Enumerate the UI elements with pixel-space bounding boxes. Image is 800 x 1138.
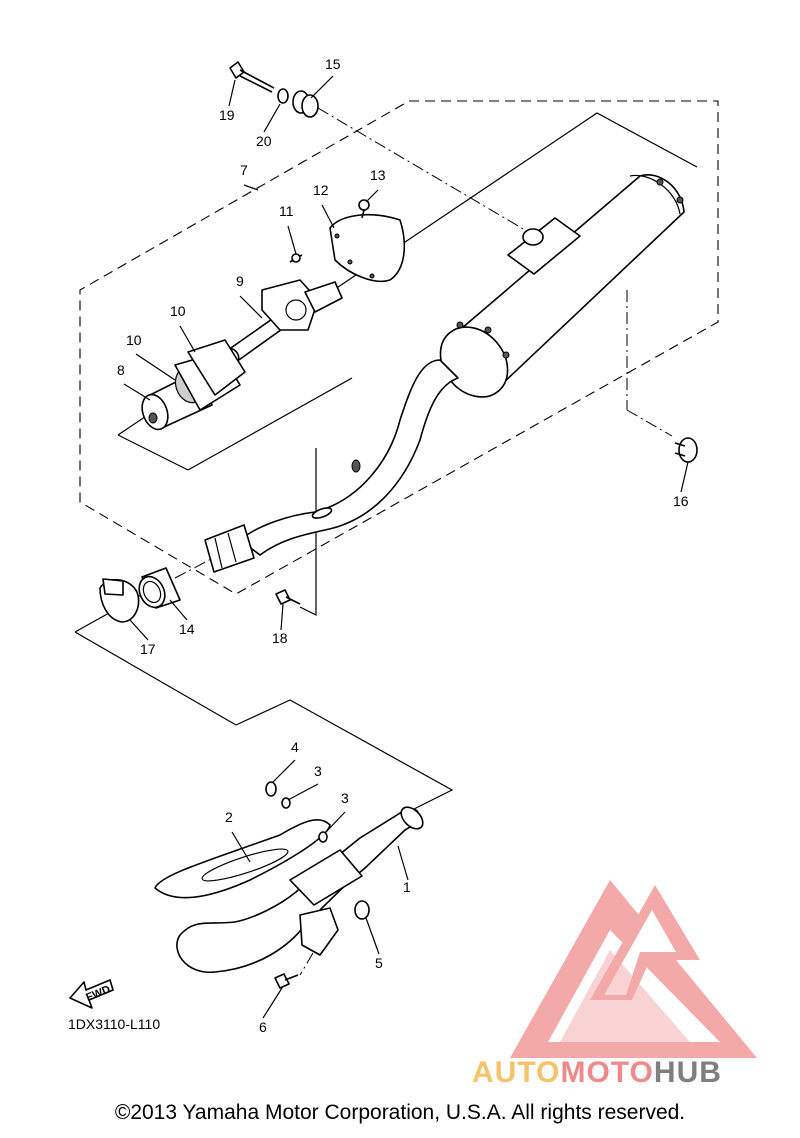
- callout-13: 13: [370, 167, 386, 183]
- muffler: [204, 174, 685, 573]
- bolt-4: [265, 781, 277, 797]
- callout-14: 14: [179, 621, 195, 637]
- callout-16: 16: [673, 493, 689, 509]
- callout-15: 15: [325, 56, 341, 72]
- automotohub-logo: [510, 880, 757, 1058]
- callout-8: 8: [117, 362, 125, 378]
- fwd-arrow-icon: FWD: [69, 979, 114, 1009]
- inner-pipe-9: [224, 279, 343, 365]
- collar-15: [292, 90, 319, 118]
- leader-lines: [123, 75, 689, 1019]
- bolt-19: [229, 61, 275, 93]
- callout-4: 4: [291, 739, 299, 755]
- callout-5: 5: [375, 955, 383, 971]
- callout-2: 2: [225, 809, 233, 825]
- watermark-part2: MOTO: [560, 1056, 654, 1089]
- callout-20: 20: [256, 133, 272, 149]
- screw-13: [358, 199, 370, 219]
- diagram-code: 1DX3110-L110: [68, 1016, 161, 1032]
- clamp-17: [99, 578, 140, 623]
- washer-20: [277, 88, 289, 104]
- callout-9: 9: [236, 273, 244, 289]
- callout-12: 12: [313, 182, 329, 198]
- callout-10b: 10: [126, 332, 142, 348]
- callout-11: 11: [279, 203, 294, 219]
- copyright-notice: ©2013 Yamaha Motor Corporation, U.S.A. A…: [114, 1101, 686, 1124]
- bolt-6: [274, 973, 299, 989]
- alignment-lines: [174, 107, 673, 976]
- callout-numbers: 1 2 3 3 4 5 6 7 8 9 10 10 11 12 13 14 15…: [117, 56, 689, 1035]
- watermark-part3: HUB: [653, 1056, 722, 1089]
- callout-3: 3: [314, 763, 322, 779]
- collar-16: [674, 437, 698, 463]
- gaskets-10: [174, 339, 246, 411]
- fwd-label: FWD: [84, 983, 112, 1004]
- watermark-part1: AUTO: [472, 1056, 561, 1089]
- watermark-text: AUTOMOTOHUB: [472, 1056, 722, 1090]
- bolt-18-guide: [299, 448, 317, 616]
- washer-3b: [318, 831, 328, 843]
- heat-protector-2: [154, 819, 331, 899]
- callout-10: 10: [170, 303, 186, 319]
- callout-18: 18: [272, 630, 288, 646]
- bolt-18: [275, 589, 301, 605]
- callout-7: 7: [240, 162, 248, 178]
- screw-11: [289, 253, 303, 263]
- callout-1: 1: [403, 879, 411, 895]
- exhaust-pipe-1: [176, 806, 424, 973]
- callout-6: 6: [259, 1019, 267, 1035]
- gasket-5: [354, 900, 370, 920]
- gasket-14: [138, 567, 181, 609]
- muffler-assembly-outline: [79, 100, 719, 595]
- washer-3: [281, 797, 291, 809]
- callout-17: 17: [140, 641, 156, 657]
- callout-3b: 3: [341, 790, 349, 806]
- callout-19: 19: [219, 107, 235, 123]
- end-cap-12: [329, 213, 406, 282]
